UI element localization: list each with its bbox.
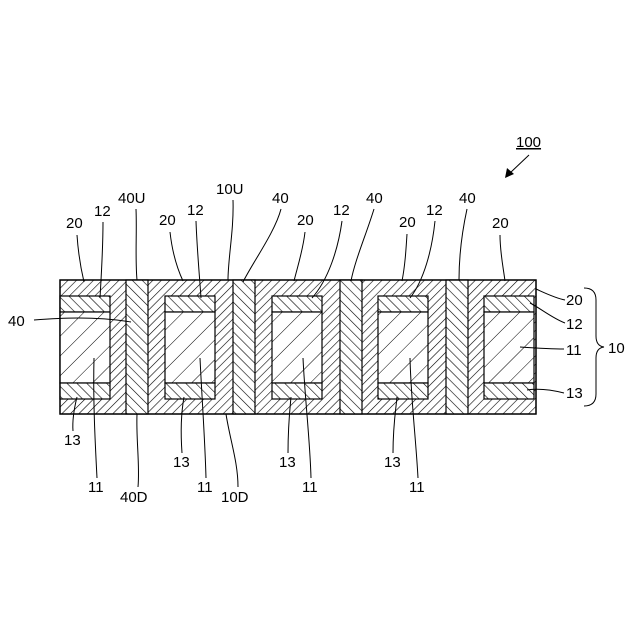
label-11-b: 11 (197, 479, 213, 496)
label-12-c: 12 (333, 202, 350, 219)
label-12-right: 12 (566, 316, 583, 333)
ref-100-arrowhead (505, 168, 514, 178)
label-40-top-2: 40 (366, 190, 383, 207)
cell-unit-4 (378, 296, 428, 399)
cell-unit-2 (165, 296, 215, 399)
label-10U: 10U (216, 181, 244, 198)
leader-20-a (77, 235, 84, 282)
ref-100-label: 100 (516, 134, 541, 151)
core-11 (378, 312, 428, 383)
layer-12 (60, 296, 110, 312)
leader-20-right (536, 289, 565, 300)
leader-20-e (500, 235, 505, 281)
label-13-right: 13 (566, 385, 583, 402)
label-20-a: 20 (66, 215, 83, 232)
label-20-b: 20 (159, 212, 176, 229)
pillar-40-3 (340, 280, 362, 414)
leader-10D (226, 414, 238, 487)
label-20-right: 20 (566, 292, 583, 309)
leader-20-d (402, 234, 407, 281)
pillar-40-2 (233, 280, 255, 414)
label-40-top-1: 40 (272, 190, 289, 207)
cell-unit-1 (60, 296, 110, 399)
ref-100-arrow-shaft (510, 155, 529, 173)
label-13-d: 13 (384, 454, 401, 471)
label-20-c: 20 (297, 212, 314, 229)
layer-13 (60, 383, 110, 399)
layer-13 (165, 383, 215, 399)
label-11-right: 11 (566, 342, 582, 359)
brace-10 (584, 288, 604, 406)
label-13-a: 13 (64, 432, 81, 449)
label-13-c: 13 (279, 454, 296, 471)
cell-unit-3 (272, 296, 322, 399)
layer-12 (484, 296, 534, 312)
label-12-b: 12 (187, 202, 204, 219)
pillar-40-1 (126, 280, 148, 414)
layer-13 (272, 383, 322, 399)
label-20-d: 20 (399, 214, 416, 231)
leader-40U (136, 209, 137, 280)
label-11-c: 11 (302, 479, 318, 496)
layer-12 (165, 296, 215, 312)
core-11 (165, 312, 215, 383)
leader-20-c (294, 232, 305, 281)
label-11-d: 11 (409, 479, 425, 496)
label-10D: 10D (221, 489, 249, 506)
label-20-e: 20 (492, 215, 509, 232)
layer-13 (484, 383, 534, 399)
layer-12 (272, 296, 322, 312)
leader-20-b (170, 232, 183, 281)
label-11-a: 11 (88, 479, 104, 496)
label-40U: 40U (118, 190, 146, 207)
layer-12 (378, 296, 428, 312)
leader-40-top-2 (351, 209, 374, 281)
label-10: 10 (608, 340, 625, 357)
leader-40D (137, 414, 139, 487)
layer-13 (378, 383, 428, 399)
pillar-40-4 (446, 280, 468, 414)
core-11 (272, 312, 322, 383)
label-40-left: 40 (8, 313, 25, 330)
label-40D: 40D (120, 489, 148, 506)
label-12-a: 12 (94, 203, 111, 220)
leader-10U (228, 200, 233, 280)
leader-40-top-1 (243, 209, 281, 282)
leader-40-top-3 (459, 209, 467, 280)
label-12-d: 12 (426, 202, 443, 219)
label-40-top-3: 40 (459, 190, 476, 207)
label-13-b: 13 (173, 454, 190, 471)
core-11 (60, 312, 110, 383)
